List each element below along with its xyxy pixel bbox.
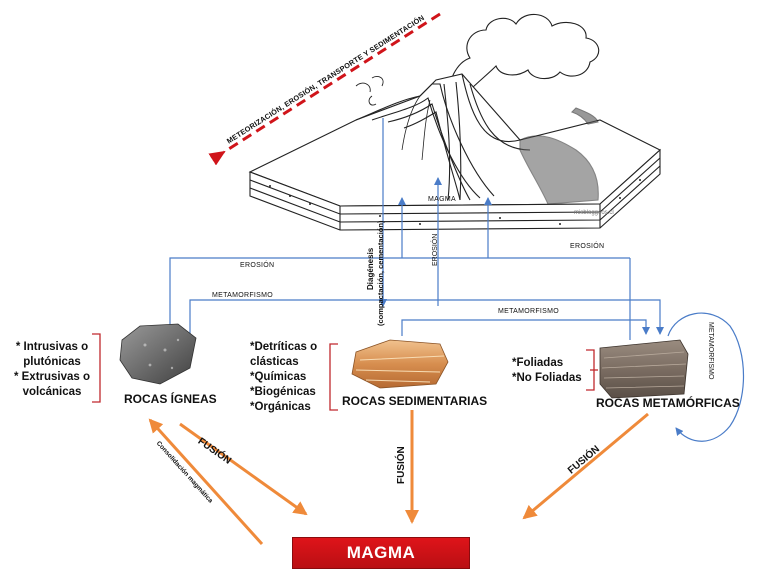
igneous-rocks-label: ROCAS ÍGNEAS: [124, 392, 217, 406]
magma-label: MAGMA: [346, 543, 416, 562]
sedimentary-rock-image: [351, 339, 449, 389]
metamorphism-right-label: METAMORFISMO: [498, 308, 560, 315]
metamorphic-type-item: *Foliadas: [512, 357, 564, 369]
volcano-magma-label: MAGMA: [428, 196, 456, 203]
metamorphic-rocks-label: ROCAS METAMÓRFICAS: [596, 396, 740, 410]
metamorphic-type-item: *No Foliadas: [512, 372, 582, 384]
metamorphic-types-list: *Foliadas *No Foliadas: [512, 356, 590, 386]
erosion-center-label: EROSIÓN: [432, 233, 439, 266]
erosion-left-label: EROSIÓN: [240, 262, 275, 269]
igneous-type-item: * Intrusivas o plutónicas: [15, 341, 89, 368]
sedimentary-type-item: *Biogénicas: [250, 386, 316, 398]
metamorphic-rock-image: [599, 339, 689, 399]
orange-arrows: [148, 410, 649, 546]
magma-box: MAGMA: [292, 537, 470, 569]
igneous-type-item: * Extrusivas o volcánicas: [13, 371, 91, 398]
sedimentary-types-list: *Detríticas o clásticas *Químicas *Biogé…: [250, 340, 330, 415]
metamorphism-left-label: METAMORFISMO: [212, 292, 274, 299]
sedimentary-rocks-label: ROCAS SEDIMENTARIAS: [342, 394, 488, 408]
sedimentary-type-item: *Detríticas o clásticas: [250, 341, 318, 368]
weathering-dashed-arrow: [208, 12, 441, 166]
sedimentary-type-item: *Químicas: [250, 371, 307, 383]
watermark: misbloggeos.cl: [574, 210, 614, 216]
igneous-types-list: * Intrusivas o plutónicas * Extrusivas o…: [8, 340, 96, 400]
fusion-sedimentary-label: FUSIÓN: [396, 446, 407, 484]
igneous-rock-image: [119, 323, 197, 385]
type-brackets: [92, 333, 598, 411]
sedimentary-type-item: *Orgánicas: [250, 401, 311, 413]
blue-connectors: [169, 118, 744, 442]
diagenesis-label: Diagénesis: [366, 247, 375, 290]
metamorphism-loop-label: METAMORFISMO: [707, 322, 714, 380]
volcano-block-illustration: [248, 13, 661, 231]
diagenesis-detail-label: (compactación, cementación): [376, 220, 385, 326]
erosion-right-label: EROSIÓN: [570, 243, 605, 250]
